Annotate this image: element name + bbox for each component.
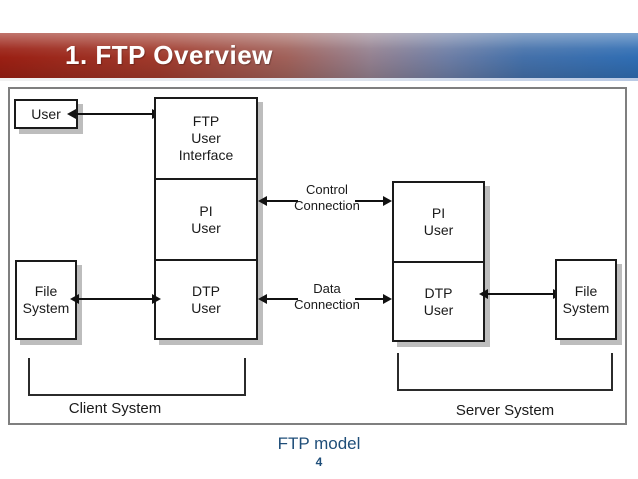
dtp-user-server-box: DTP User bbox=[394, 263, 483, 340]
page-number: 4 bbox=[315, 455, 323, 469]
slide-title-bar: 1. FTP Overview bbox=[0, 33, 638, 78]
fs-client-line2: System bbox=[22, 300, 70, 316]
ftp-ui-line3: Interface bbox=[178, 147, 234, 163]
figure-caption: FTP model bbox=[277, 434, 361, 453]
control-arrow-to-client bbox=[258, 196, 298, 206]
data-arrow-to-server bbox=[355, 294, 392, 304]
pi-server-line2: User bbox=[423, 222, 454, 238]
dtp-fs-server-arrow bbox=[479, 289, 562, 299]
file-system-server-box: File System bbox=[555, 259, 617, 340]
dtp-client-line2: User bbox=[191, 299, 221, 316]
user-ftpui-arrow bbox=[67, 109, 161, 119]
slide-title: 1. FTP Overview bbox=[65, 40, 273, 70]
pi-client-line1: PI bbox=[199, 202, 213, 219]
data-line1: Data bbox=[313, 281, 341, 296]
data-connection-label: Data Connection bbox=[267, 281, 387, 313]
file-system-client-box: File System bbox=[15, 260, 77, 340]
pi-client-line2: User bbox=[191, 219, 221, 236]
title-bar-accent-strip bbox=[0, 78, 638, 81]
ftp-ui-line2: User bbox=[191, 130, 221, 146]
fs-client-line1: File bbox=[34, 283, 58, 299]
server-system-label: Server System bbox=[455, 402, 555, 419]
pi-user-server-box: PI User bbox=[394, 183, 483, 263]
client-system-bracket bbox=[28, 358, 246, 396]
control-connection-label: Control Connection bbox=[267, 182, 387, 214]
control-line1: Control bbox=[306, 182, 348, 197]
user-box-label: User bbox=[31, 105, 61, 122]
dtp-server-line1: DTP bbox=[424, 284, 453, 301]
dtp-user-client-box: DTP User bbox=[156, 261, 256, 338]
dtp-server-line2: User bbox=[423, 301, 454, 318]
dtp-client-line1: DTP bbox=[192, 282, 220, 299]
pi-user-client-box: PI User bbox=[156, 180, 256, 261]
ftp-user-interface-box: FTP User Interface bbox=[156, 99, 256, 180]
ftp-ui-line1: FTP bbox=[192, 113, 220, 129]
server-stack-box: PI User DTP User bbox=[392, 181, 485, 342]
data-arrow-to-client bbox=[258, 294, 298, 304]
client-system-label: Client System bbox=[68, 400, 162, 417]
control-arrow-to-server bbox=[355, 196, 392, 206]
fs-server-line1: File bbox=[574, 282, 598, 299]
data-line2: Connection bbox=[294, 297, 360, 312]
server-system-bracket bbox=[397, 353, 613, 391]
fs-dtp-client-arrow bbox=[70, 294, 161, 304]
client-stack-box: FTP User Interface PI User DTP User bbox=[154, 97, 258, 340]
ftp-model-diagram: User FTP User Interface PI User DTP User… bbox=[8, 87, 627, 425]
pi-server-line1: PI bbox=[431, 205, 446, 221]
control-line2: Connection bbox=[294, 198, 360, 213]
fs-server-line2: System bbox=[562, 299, 610, 316]
